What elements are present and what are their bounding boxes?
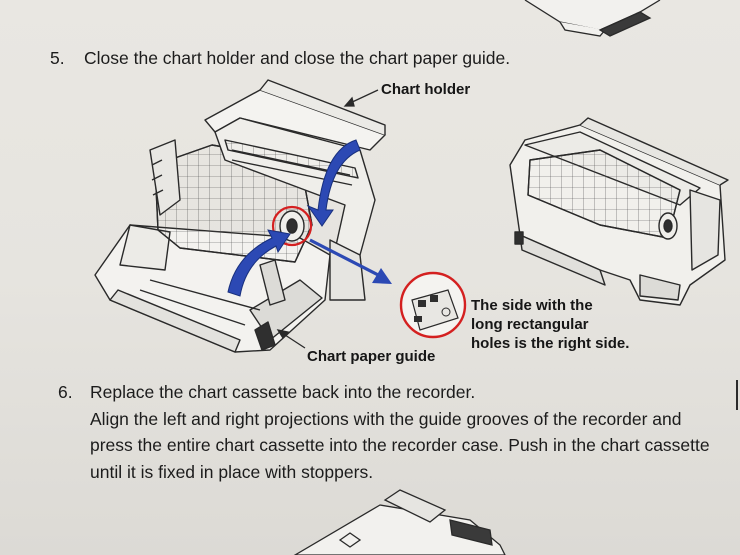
- callout-chart-holder: Chart holder: [381, 81, 471, 98]
- step-text: Close the chart holder and close the cha…: [84, 48, 511, 68]
- step-number: 6.: [58, 382, 73, 402]
- step-text-line: Align the left and right projections wit…: [90, 408, 682, 429]
- step-number: 5.: [50, 48, 65, 68]
- callout-line: The side with the: [471, 297, 593, 314]
- step-text-line: press the entire chart cassette into the…: [90, 435, 710, 455]
- step-text-line: Replace the chart cassette back into the…: [90, 382, 476, 402]
- cassette-closed-illustration: [509, 117, 729, 306]
- callout-leaders: [276, 89, 379, 349]
- page-edge-mark: [736, 380, 738, 410]
- step-5: 5. Close the chart holder and close the …: [50, 45, 650, 75]
- magnifier-circle-icon: [399, 271, 467, 339]
- step-text-line: until it is fixed in place with stoppers…: [90, 461, 374, 482]
- detail-zoom-arrow-icon: [309, 238, 392, 284]
- cassette-open-illustration: [94, 79, 386, 353]
- callout-line: long rectangular: [471, 316, 589, 333]
- callout-right-side-note: The side with the long rectangular holes…: [471, 296, 629, 353]
- curved-arrow-icon: [227, 139, 361, 297]
- top-cassette-fragment: [524, 0, 661, 37]
- bottom-recorder-fragment: [293, 489, 506, 555]
- callout-chart-paper-guide: Chart paper guide: [307, 348, 436, 365]
- callout-line: holes is the right side.: [471, 335, 630, 352]
- step-6: 6. Replace the chart cassette back into …: [58, 379, 740, 489]
